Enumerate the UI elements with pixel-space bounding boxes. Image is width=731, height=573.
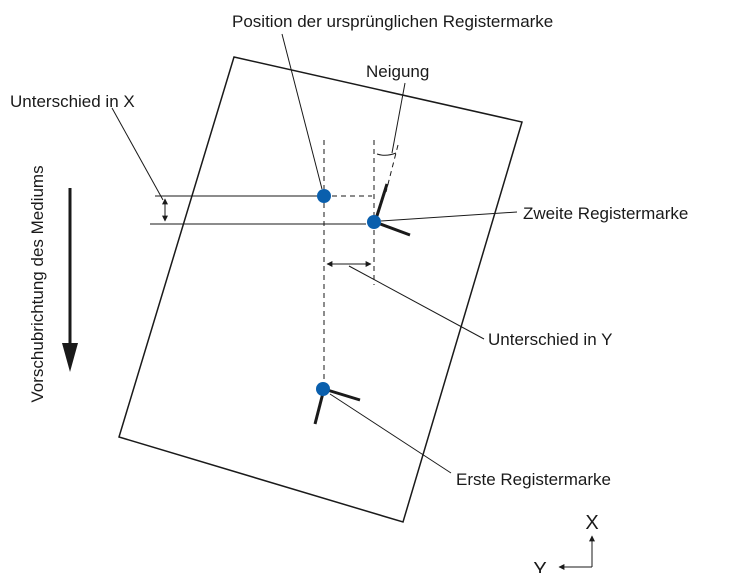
second-mark-label: Zweite Registermarke — [523, 204, 688, 223]
tilt-label: Neigung — [366, 62, 429, 81]
feed-direction-label: Vorschubrichtung des Mediums — [28, 165, 47, 402]
axis-indicator-x-label: X — [585, 512, 598, 534]
media-sheet-outline — [118, 56, 523, 523]
second-mark-leg-up — [373, 183, 389, 223]
difference-x-label: Unterschied in X — [10, 92, 135, 111]
first-mark-dot — [316, 382, 330, 396]
tilt-angle-arc — [376, 152, 397, 156]
first-mark-leader-line — [329, 393, 452, 474]
original-mark-dot — [317, 189, 331, 203]
tilt-leader-line — [391, 82, 406, 154]
second-mark-leader-line — [380, 211, 518, 222]
first-mark-leg-right — [323, 387, 361, 402]
first-mark-label: Erste Registermarke — [456, 470, 611, 489]
second-mark-leg-right — [374, 220, 411, 237]
second-mark-dot — [367, 215, 381, 229]
original-mark-label: Position der ursprünglichen Registermark… — [232, 12, 553, 31]
feed-direction-arrow-head — [62, 343, 78, 372]
axis-indicator-y-label: Y — [533, 559, 546, 573]
original-mark-leader-line — [281, 33, 323, 190]
tilt-dashed-line — [385, 144, 399, 193]
difference-x-leader-line — [111, 107, 164, 201]
difference-y-label: Unterschied in Y — [488, 330, 612, 349]
difference-y-leader-line — [348, 265, 485, 340]
